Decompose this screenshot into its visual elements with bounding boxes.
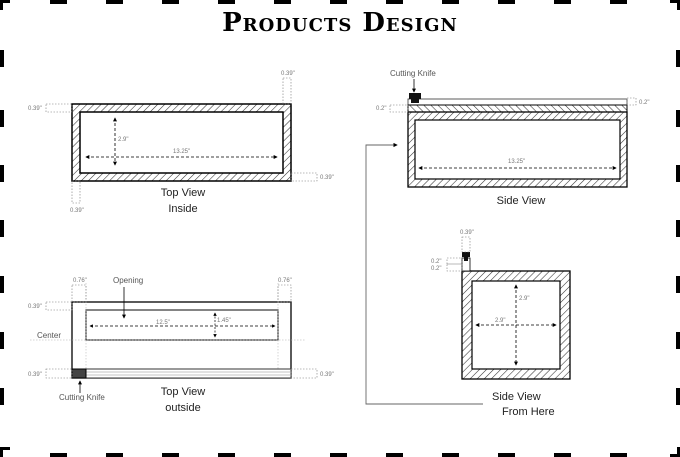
dim-width: 2.9" (118, 137, 128, 143)
dim-margin-left: 0.76" (73, 278, 87, 284)
caption-top-view-inside-2: Inside (168, 203, 197, 215)
dim-inner-height: 2.9" (519, 296, 529, 302)
side-view: 13.25" Cutting Knife 0.2" 0.2" Side View (376, 69, 649, 207)
caption-top-view-outside-1: Top View (161, 386, 205, 398)
dim-side-length: 13.25" (508, 159, 525, 165)
dim-wall-bottom-right-outside: 0.39" (320, 372, 334, 378)
dim-knife-h1: 0.2" (431, 259, 441, 265)
dim-wall-top-outside: 0.39" (28, 304, 42, 310)
label-center: Center (37, 331, 61, 340)
dim-wall-top: 0.39" (28, 106, 42, 112)
dim-wall-bottom-left: 0.39" (70, 208, 84, 214)
dim-opening-width: 1.45" (217, 318, 231, 324)
dim-wall-right-top: 0.39" (281, 71, 295, 77)
dim-margin-right: 0.76" (278, 278, 292, 284)
side-view-from-here: 2.9" 2.9" 0.39" 0.2" 0.2" Side View From… (431, 230, 571, 418)
label-opening: Opening (113, 276, 143, 285)
label-cutting-knife-side: Cutting Knife (390, 69, 436, 78)
dim-knife-h2: 0.2" (431, 266, 441, 272)
top-view-inside: 2.9" 13.25" 0.39" 0.39" 0.39" 0.39" Top … (28, 71, 334, 215)
caption-top-view-inside-1: Top View (161, 187, 205, 199)
dim-lid-left: 0.2" (376, 106, 386, 112)
caption-side-from-here-2: From Here (502, 406, 555, 418)
caption-top-view-outside-2: outside (165, 402, 200, 414)
dim-wall-bottom-left-outside: 0.39" (28, 372, 42, 378)
cutting-knife-icon (409, 93, 421, 99)
cutting-knife-block (71, 368, 87, 379)
caption-side-from-here-1: Side View (492, 391, 541, 403)
cutting-knife-end-icon (462, 252, 470, 257)
dim-lid-right: 0.2" (639, 100, 649, 106)
dim-wall-bottom-right: 0.39" (320, 175, 334, 181)
caption-side-view: Side View (497, 195, 546, 207)
dim-length: 13.25" (173, 149, 190, 155)
label-cutting-knife-outside: Cutting Knife (59, 393, 105, 402)
dim-knife-width: 0.39" (460, 230, 474, 236)
dim-opening-length: 12.5" (156, 320, 170, 326)
dim-inner-width: 2.9" (495, 318, 505, 324)
side-view-pointer (365, 142, 483, 405)
top-view-outside: 12.5" 1.45" Center 0.76" 0.76" 0.39" 0.3… (28, 276, 334, 414)
page-title: Products Design (222, 8, 458, 38)
